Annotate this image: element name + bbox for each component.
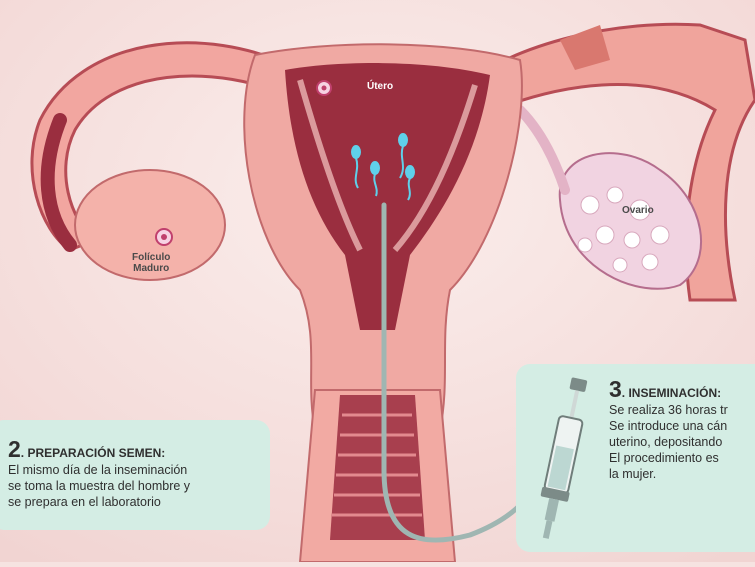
- label-foliculo-line1: Folículo: [132, 252, 170, 263]
- label-foliculo-line2: Maduro: [132, 263, 170, 274]
- step2-card: 2. PREPARACIÓN SEMEN: El mismo día de la…: [0, 420, 270, 530]
- step2-title: . PREPARACIÓN SEMEN:: [21, 446, 165, 460]
- step2-line-2: se toma la muestra del hombre y: [8, 478, 270, 494]
- step3-content: 3. INSEMINACIÓN: Se realiza 36 horas tr …: [609, 378, 755, 482]
- step3-line-2: Se introduce una cán: [609, 418, 755, 434]
- step2-line-1: El mismo día de la inseminación: [8, 462, 270, 478]
- label-utero: Útero: [367, 81, 393, 92]
- step3-line-5: la mujer.: [609, 466, 755, 482]
- step3-card: 3. INSEMINACIÓN: Se realiza 36 horas tr …: [516, 364, 755, 552]
- step3-number: 3: [609, 376, 622, 402]
- step3-line-1: Se realiza 36 horas tr: [609, 402, 755, 418]
- cervix-inner: [330, 395, 425, 540]
- step3-line-4: El procedimiento es: [609, 450, 755, 466]
- label-foliculo-maduro: Folículo Maduro: [132, 252, 170, 274]
- syringe-icon: [522, 372, 602, 547]
- follicle-core: [161, 234, 167, 240]
- step3-heading: 3. INSEMINACIÓN:: [609, 378, 755, 402]
- step3-title: . INSEMINACIÓN:: [622, 386, 721, 400]
- step2-heading: 2. PREPARACIÓN SEMEN:: [8, 438, 270, 462]
- step2-number: 2: [8, 436, 21, 462]
- step2-line-3: se prepara en el laboratorio: [8, 494, 270, 510]
- egg-cell-core: [322, 86, 327, 91]
- step3-line-3: uterino, depositando: [609, 434, 755, 450]
- label-ovario: Ovario: [622, 205, 654, 216]
